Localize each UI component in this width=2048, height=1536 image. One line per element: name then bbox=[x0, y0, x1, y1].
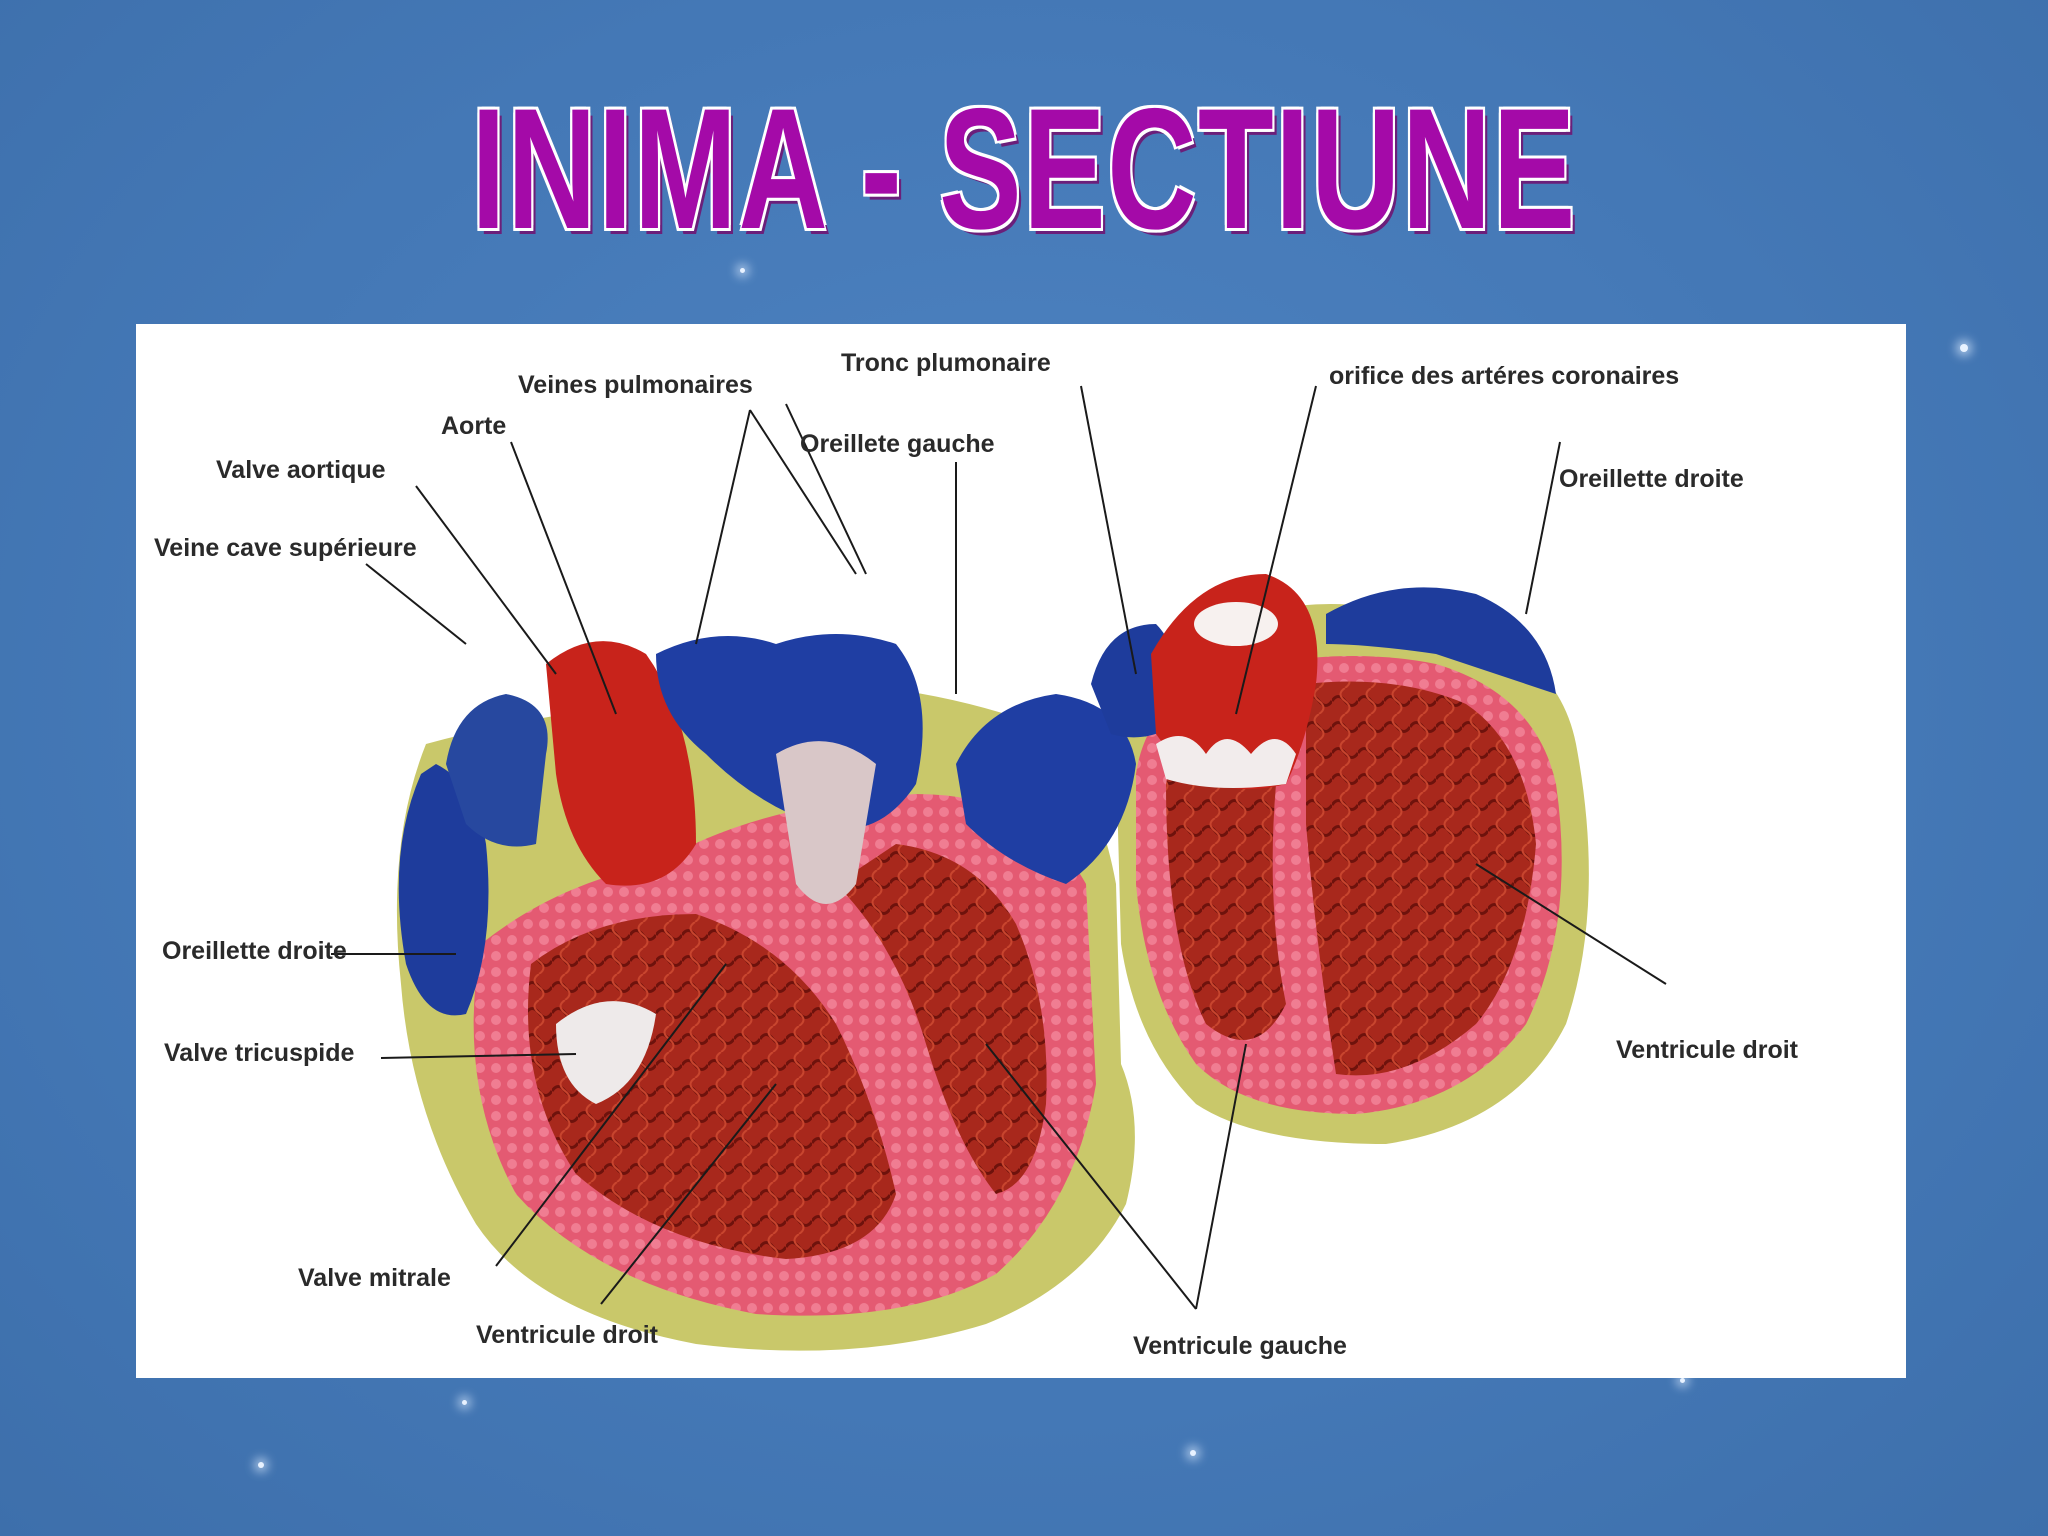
label-ventricule-droit-left: Ventricule droit bbox=[476, 1321, 658, 1349]
label-aorte: Aorte bbox=[441, 412, 507, 440]
oreillette-droite-right-shape bbox=[1326, 587, 1556, 694]
right-heart-section bbox=[956, 574, 1589, 1144]
sparkle-decoration bbox=[258, 1462, 264, 1468]
leader-lines bbox=[331, 385, 1667, 1310]
right-ventricle-cavity-right bbox=[1306, 681, 1536, 1076]
right-ventricle-cavity-left bbox=[528, 914, 896, 1259]
left-ventricle-cavity-left bbox=[836, 844, 1047, 1194]
label-valve-tricuspide: Valve tricuspide bbox=[164, 1039, 355, 1067]
sparkle-decoration bbox=[1680, 1378, 1685, 1383]
aortic-valve-leaflets bbox=[1156, 736, 1296, 788]
tricuspid-valve-shape bbox=[556, 1001, 656, 1104]
mitral-valve-shape bbox=[776, 741, 876, 904]
label-valve-mitrale: Valve mitrale bbox=[298, 1264, 451, 1292]
oreillette-droite-left-shape bbox=[398, 764, 489, 1016]
sparkle-decoration bbox=[740, 268, 745, 273]
slide-title: INIMA - SECTIUNE bbox=[471, 73, 1577, 265]
veine-cave-shape bbox=[446, 694, 548, 847]
label-oreillette-droite-right: Oreillette droite bbox=[1559, 465, 1744, 493]
label-orifice-arteres-coronaires: orifice des artéres coronaires bbox=[1329, 362, 1680, 390]
label-veines-pulmonaires: Veines pulmonaires bbox=[518, 371, 753, 399]
heart-section-illustration bbox=[331, 385, 1667, 1351]
label-oreillette-droite-left: Oreillette droite bbox=[162, 937, 347, 965]
diagram-panel: Veines pulmonaires Aorte Valve aortique … bbox=[136, 324, 1906, 1378]
oreillete-gauche-shape bbox=[956, 694, 1136, 884]
aorte-shape bbox=[546, 641, 696, 886]
sparkle-decoration bbox=[1190, 1450, 1196, 1456]
label-tronc-pulmonaire: Tronc plumonaire bbox=[841, 349, 1051, 377]
label-valve-aortique: Valve aortique bbox=[216, 456, 386, 484]
label-oreillete-gauche: Oreillete gauche bbox=[800, 430, 995, 458]
sparkle-decoration bbox=[462, 1400, 467, 1405]
label-veine-cave-superieure: Veine cave supérieure bbox=[154, 534, 417, 562]
sparkle-decoration bbox=[1960, 344, 1968, 352]
left-heart-section bbox=[396, 634, 1135, 1351]
aortic-orifice-shape bbox=[1194, 602, 1278, 646]
label-ventricule-gauche: Ventricule gauche bbox=[1133, 1332, 1347, 1360]
label-ventricule-droit-right: Ventricule droit bbox=[1616, 1036, 1798, 1064]
